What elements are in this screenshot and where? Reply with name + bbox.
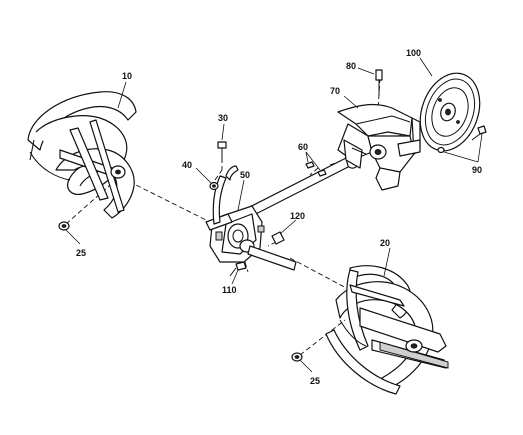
label-part-30: 30 — [218, 113, 228, 123]
leader-lines — [65, 57, 483, 373]
label-part-50: 50 — [240, 170, 250, 180]
label-part-40: 40 — [182, 160, 192, 170]
housing-bracket — [337, 103, 421, 191]
label-part-60: 60 — [298, 142, 308, 152]
label-part-10: 10 — [122, 71, 132, 81]
label-part-100: 100 — [406, 48, 421, 58]
label-part-120: 120 — [290, 211, 305, 221]
label-part-20: 20 — [380, 238, 390, 248]
right-auger — [325, 265, 449, 395]
pulley — [419, 72, 481, 152]
label-part-90: 90 — [472, 165, 482, 175]
label-part-25-left: 25 — [76, 248, 86, 258]
label-part-80: 80 — [346, 61, 356, 71]
left-auger — [27, 91, 137, 219]
label-part-110: 110 — [222, 285, 237, 295]
label-part-70: 70 — [330, 86, 340, 96]
gearbox-assembly — [205, 155, 359, 271]
hardware — [58, 69, 487, 362]
label-part-25-right: 25 — [310, 376, 320, 386]
part-labels: 10 20 25 25 30 40 50 60 70 80 90 100 110… — [76, 48, 482, 386]
